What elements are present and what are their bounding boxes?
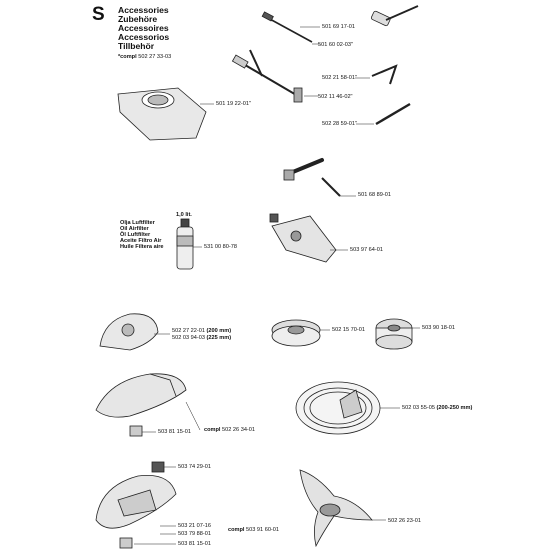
part-size-11: (225 mm) — [206, 335, 232, 341]
part-number-19: 503 21 07-16 — [178, 523, 211, 529]
part-size-14: (200-250 mm) — [436, 405, 473, 411]
part-number-11: 502 03 94-03 (225 mm) — [172, 335, 231, 341]
part-number-6: 501 19 22-01" — [216, 101, 251, 107]
title-accessoires: Accessoires — [118, 23, 169, 33]
part-label-16: compl — [204, 427, 221, 433]
oil-label-1: Olja Luftfilter — [120, 220, 155, 226]
part-number-9: 503 97 64-01 — [350, 247, 383, 253]
part-number-22: 503 81 15-01 — [178, 541, 211, 547]
part-number-14: 502 03 55-05 (200-250 mm) — [402, 405, 472, 411]
part-size-10: (200 mm) — [206, 328, 232, 334]
title-tillbehor: Tillbehör — [118, 41, 155, 51]
part-number-16-value: 502 26 34-01 — [222, 427, 256, 433]
oil-volume: 1,0 lit. — [176, 212, 192, 218]
oil-label-2: Oil Airfilter — [120, 226, 149, 232]
title-accessorios: Accessorios — [118, 32, 170, 42]
oil-label-5: Huile Filtera aire — [120, 244, 164, 250]
part-number-18: 502 26 23-01 — [388, 518, 421, 524]
part-number-5: 502 28 59-01" — [322, 121, 357, 127]
part-number-10: 502 27 22-01 (200 mm) — [172, 328, 231, 334]
part-number-17: 503 74 29-01 — [178, 464, 211, 470]
part-number-21-value: 503 91 60-01 — [246, 527, 280, 533]
part-label-21: compl — [228, 527, 245, 533]
part-number-13: 503 90 18-01 — [422, 325, 455, 331]
part-number-14-value: 502 03 55-05 — [402, 405, 435, 411]
part-number-4: 502 11 46-02" — [318, 94, 353, 100]
part-number-1: 501 69 17-01 — [322, 24, 355, 30]
section-letter: S — [92, 4, 105, 25]
part-number-21: compl 503 91 60-01 — [228, 527, 279, 533]
part-number-3: 502 21 58-01" — [322, 75, 357, 81]
part-number-11-value: 502 03 94-03 — [172, 335, 205, 341]
part-number-15: 503 81 15-01 — [158, 429, 191, 435]
compl-label: *compl — [118, 54, 137, 60]
part-number-20: 503 79 88-01 — [178, 531, 211, 537]
oil-label-4: Aceite Filtro Air — [120, 238, 162, 244]
title-accessories: Accessories — [118, 5, 169, 15]
part-number-8: 531 00 80-78 — [204, 244, 237, 250]
compl-number: 502 27 33-03 — [138, 54, 172, 60]
part-number-2: 501 60 02-03" — [318, 42, 353, 48]
oil-label-3: Öl Luftfilter — [120, 232, 151, 238]
part-number-7: 501 68 89-01 — [358, 192, 391, 198]
part-number-16: compl 502 26 34-01 — [204, 427, 255, 433]
part-number-12: 502 15 70-01 — [332, 327, 365, 333]
title-zubehore: Zubehöre — [118, 14, 158, 24]
part-number-10-value: 502 27 22-01 — [172, 328, 205, 334]
compl-note: *compl 502 27 33-03 — [118, 54, 171, 60]
